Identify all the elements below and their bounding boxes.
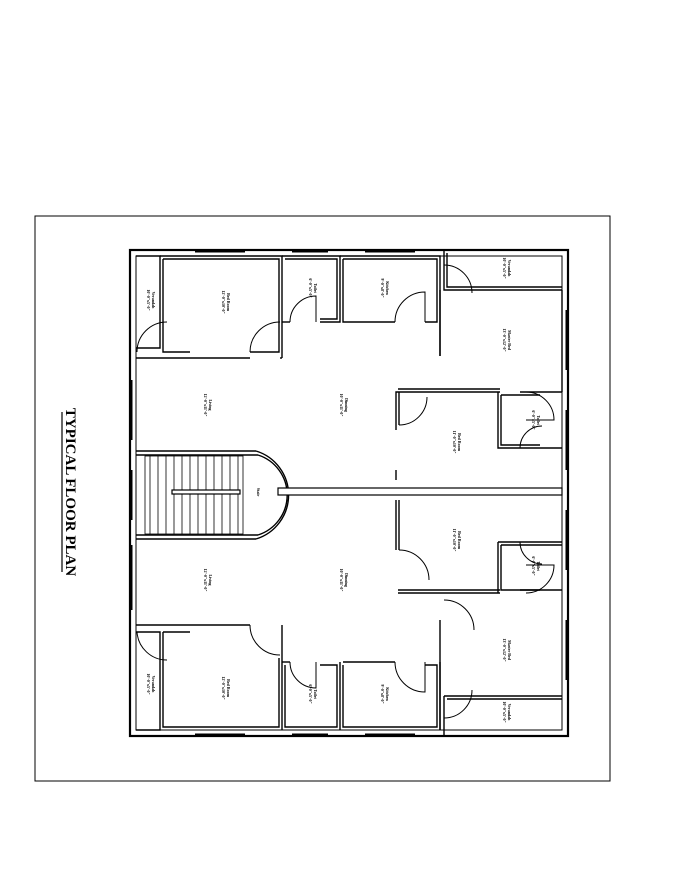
label-bedroom-top: Bed Room (226, 293, 231, 312)
label-toilet-bottom: Toilet (313, 689, 318, 699)
size-toilet-right-bottom: 6'-0"x5'-0" (531, 556, 536, 575)
size-living-bottom: 12'-0"x11'-0" (203, 568, 208, 591)
staircase (144, 455, 244, 535)
label-dinning-top: Dinning (344, 398, 349, 412)
label-verandah-top-right: Verandah (507, 260, 512, 278)
size-master-bed-top: 13'-0"x12'-0" (502, 328, 507, 351)
label-toilet-right-top: Toilet (536, 415, 541, 425)
label-bedroom-bottom: Bed Room (226, 679, 231, 698)
label-toilet-top: Toilet (313, 283, 318, 293)
size-verandah-top-right: 10'-0"x5'-0" (502, 257, 507, 278)
size-bedroom-right-bottom: 11'-0"x10'-0" (452, 528, 457, 551)
label-toilet-right-bottom: Toilet (536, 561, 541, 571)
door-swings (136, 264, 555, 719)
size-verandah-top-left: 10'-0"x5'-0" (146, 289, 151, 310)
size-verandah-bottom-left: 10'-0"x5'-0" (146, 673, 151, 694)
drawing-title: TYPICAL FLOOR PLAN (62, 408, 78, 577)
label-verandah-bottom-left: Verandah (151, 676, 156, 694)
label-verandah-top-left: Verandah (151, 292, 156, 310)
size-living-top: 12'-0"x11'-0" (203, 393, 208, 416)
size-bedroom-top: 12'-0"x10'-0" (221, 290, 226, 313)
size-kitchen-top: 9'-0"x8'-0" (380, 278, 385, 297)
label-stair: Stair (256, 488, 261, 497)
size-toilet-top: 6'-0"x5'-0" (308, 278, 313, 297)
label-master-bed-top: Master Bed (507, 330, 512, 351)
drawing-frame (34, 215, 611, 782)
label-bedroom-right-top: Bed Room (457, 433, 462, 452)
label-master-bed-bottom: Master Bed (507, 640, 512, 661)
windows (129, 249, 569, 737)
size-dinning-top: 10'-0"x11'-0" (339, 393, 344, 416)
label-living-bottom: Living (208, 574, 213, 585)
size-bedroom-right-top: 11'-0"x10'-0" (452, 430, 457, 453)
building-walls (128, 248, 570, 738)
label-kitchen-top: Kitchen (385, 281, 390, 295)
size-bedroom-bottom: 12'-0"x10'-0" (221, 676, 226, 699)
size-kitchen-bottom: 9'-0"x8'-0" (380, 684, 385, 703)
size-toilet-bottom: 6'-0"x5'-0" (308, 684, 313, 703)
label-dinning-bottom: Dinning (344, 573, 349, 587)
label-bedroom-right-bottom: Bed Room (457, 531, 462, 550)
size-dinning-bottom: 10'-0"x11'-0" (339, 568, 344, 591)
label-living-top: Living (208, 399, 213, 410)
label-verandah-bottom-right: Verandah (507, 704, 512, 722)
size-master-bed-bottom: 13'-0"x12'-0" (502, 638, 507, 661)
drawing-title-group: TYPICAL FLOOR PLAN (61, 408, 78, 577)
size-verandah-bottom-right: 10'-0"x5'-0" (502, 701, 507, 722)
label-kitchen-bottom: Kitchen (385, 687, 390, 701)
size-toilet-right-top: 6'-0"x5'-0" (531, 410, 536, 429)
